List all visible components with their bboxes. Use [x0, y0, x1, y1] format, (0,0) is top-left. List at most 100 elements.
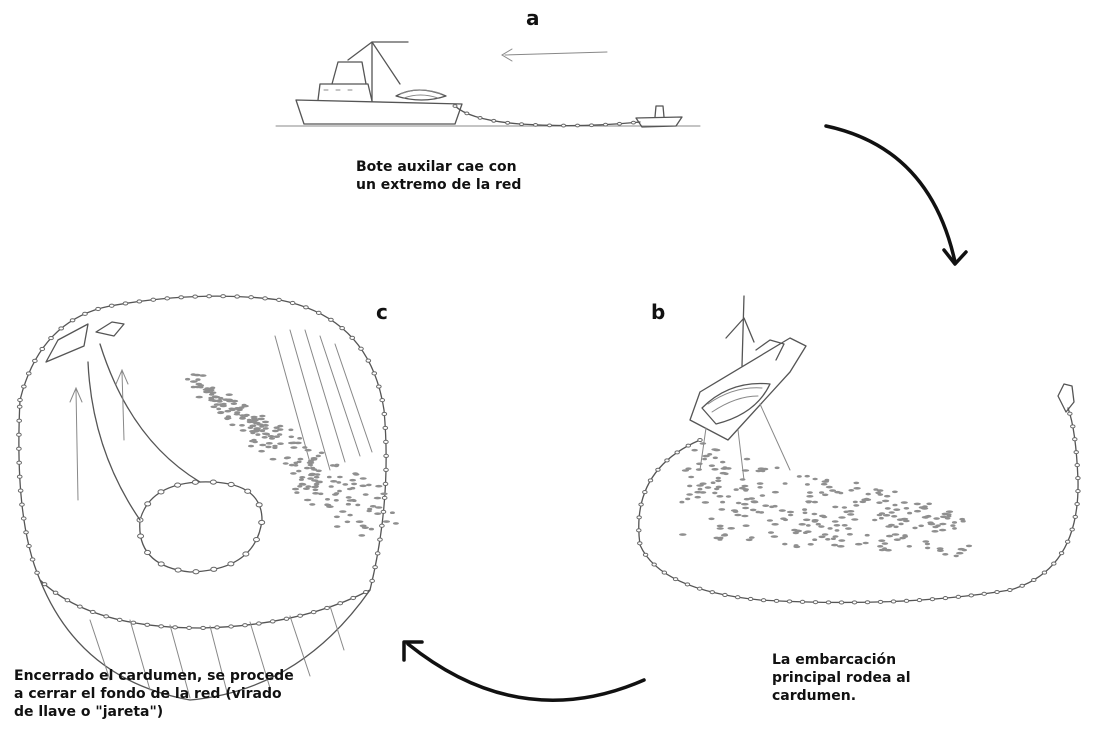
- fish-mark: [250, 432, 255, 435]
- fish-mark: [838, 516, 845, 519]
- net-float-icon: [380, 524, 385, 527]
- net-float-icon: [243, 624, 248, 627]
- net-float-icon: [253, 538, 259, 542]
- fish-mark: [366, 510, 372, 513]
- net-float-icon: [329, 318, 334, 321]
- fish-mark: [741, 515, 748, 518]
- net-float-icon: [18, 398, 23, 401]
- fish-mark: [741, 485, 748, 488]
- net-float-icon: [18, 489, 23, 492]
- fish-mark: [851, 518, 858, 521]
- net-float-icon: [1042, 571, 1046, 574]
- net-float-icon: [187, 626, 192, 629]
- fish-mark: [875, 492, 881, 495]
- fish-mark: [269, 437, 275, 440]
- fish-mark: [768, 531, 774, 534]
- fish-mark: [919, 506, 925, 509]
- net-float-icon: [350, 336, 355, 339]
- fish-mark: [808, 543, 814, 546]
- fish-mark: [711, 481, 716, 484]
- fish-mark: [290, 472, 297, 475]
- net-float-icon: [891, 600, 895, 603]
- stage-b-illustration: [637, 296, 1081, 604]
- fish-mark: [274, 426, 280, 429]
- net-float-icon: [381, 510, 386, 513]
- net-float-icon: [30, 558, 35, 561]
- net-float-icon: [1020, 584, 1024, 587]
- net-float-icon: [123, 302, 128, 305]
- fish-mark: [696, 468, 702, 471]
- fish-mark: [248, 445, 254, 448]
- net-float-icon: [53, 591, 58, 594]
- fish-mark: [309, 503, 315, 506]
- net-float-icon: [562, 124, 566, 127]
- fish-mark: [822, 494, 828, 497]
- fish-mark: [308, 464, 314, 467]
- net-float-icon: [665, 459, 669, 462]
- net-float-icon: [1074, 451, 1078, 454]
- fish-mark: [933, 517, 939, 520]
- fish-mark: [720, 461, 725, 464]
- net-float-icon: [1032, 578, 1036, 581]
- fish-mark: [818, 536, 825, 539]
- direction-arrow-icon: [502, 49, 607, 61]
- fish-mark: [749, 536, 755, 539]
- net-float-icon: [698, 587, 702, 590]
- net-float-icon: [207, 295, 212, 298]
- net-float-icon: [375, 552, 380, 555]
- fish-mark: [299, 476, 305, 479]
- fish-mark: [859, 501, 866, 504]
- fish-mark: [356, 520, 364, 523]
- net-float-icon: [151, 298, 156, 301]
- fish-mark: [311, 479, 318, 482]
- fish-mark: [383, 520, 390, 523]
- fish-mark: [807, 491, 813, 494]
- fish-mark: [337, 476, 343, 479]
- fish-mark: [374, 497, 381, 500]
- fish-mark: [847, 513, 854, 516]
- net-float-icon: [235, 295, 240, 298]
- fish-mark: [894, 538, 901, 541]
- net-float-icon: [383, 482, 388, 485]
- fish-mark: [744, 458, 750, 461]
- fish-mark: [228, 408, 235, 411]
- fish-mark: [334, 499, 339, 502]
- fish-mark: [772, 491, 779, 494]
- net-float-icon: [228, 482, 234, 486]
- fish-mark: [877, 545, 883, 548]
- fish-mark: [912, 527, 917, 530]
- fish-mark: [835, 529, 840, 532]
- fish-mark: [242, 405, 249, 408]
- net-float-icon: [24, 531, 29, 534]
- fish-mark: [717, 538, 722, 541]
- fish-mark: [254, 427, 261, 430]
- fish-mark: [925, 547, 930, 550]
- fish-mark: [212, 395, 218, 398]
- fish-mark: [216, 408, 221, 411]
- fish-mark: [805, 530, 812, 533]
- fish-mark: [865, 534, 870, 537]
- fish-mark: [239, 424, 245, 427]
- fish-mark: [335, 464, 340, 467]
- fish-mark: [886, 535, 893, 538]
- fish-mark: [845, 527, 852, 530]
- fish-mark: [260, 429, 266, 432]
- fish-mark: [892, 504, 897, 507]
- net-float-icon: [17, 419, 22, 422]
- net-float-icon: [91, 610, 96, 613]
- net-float-icon: [277, 298, 282, 301]
- fish-mark: [374, 512, 381, 515]
- net-float-icon: [78, 605, 83, 608]
- net-float-icon: [159, 625, 164, 628]
- fish-mark: [366, 484, 372, 487]
- fish-mark: [816, 523, 821, 526]
- fish-mark: [812, 538, 817, 541]
- fish-mark: [292, 488, 299, 491]
- fish-mark: [258, 450, 265, 453]
- fish-mark: [842, 524, 848, 527]
- net-float-icon: [982, 592, 986, 595]
- net-float-icon: [359, 347, 364, 350]
- fish-mark: [289, 436, 295, 439]
- fish-mark: [740, 478, 746, 481]
- fish-mark: [904, 507, 910, 510]
